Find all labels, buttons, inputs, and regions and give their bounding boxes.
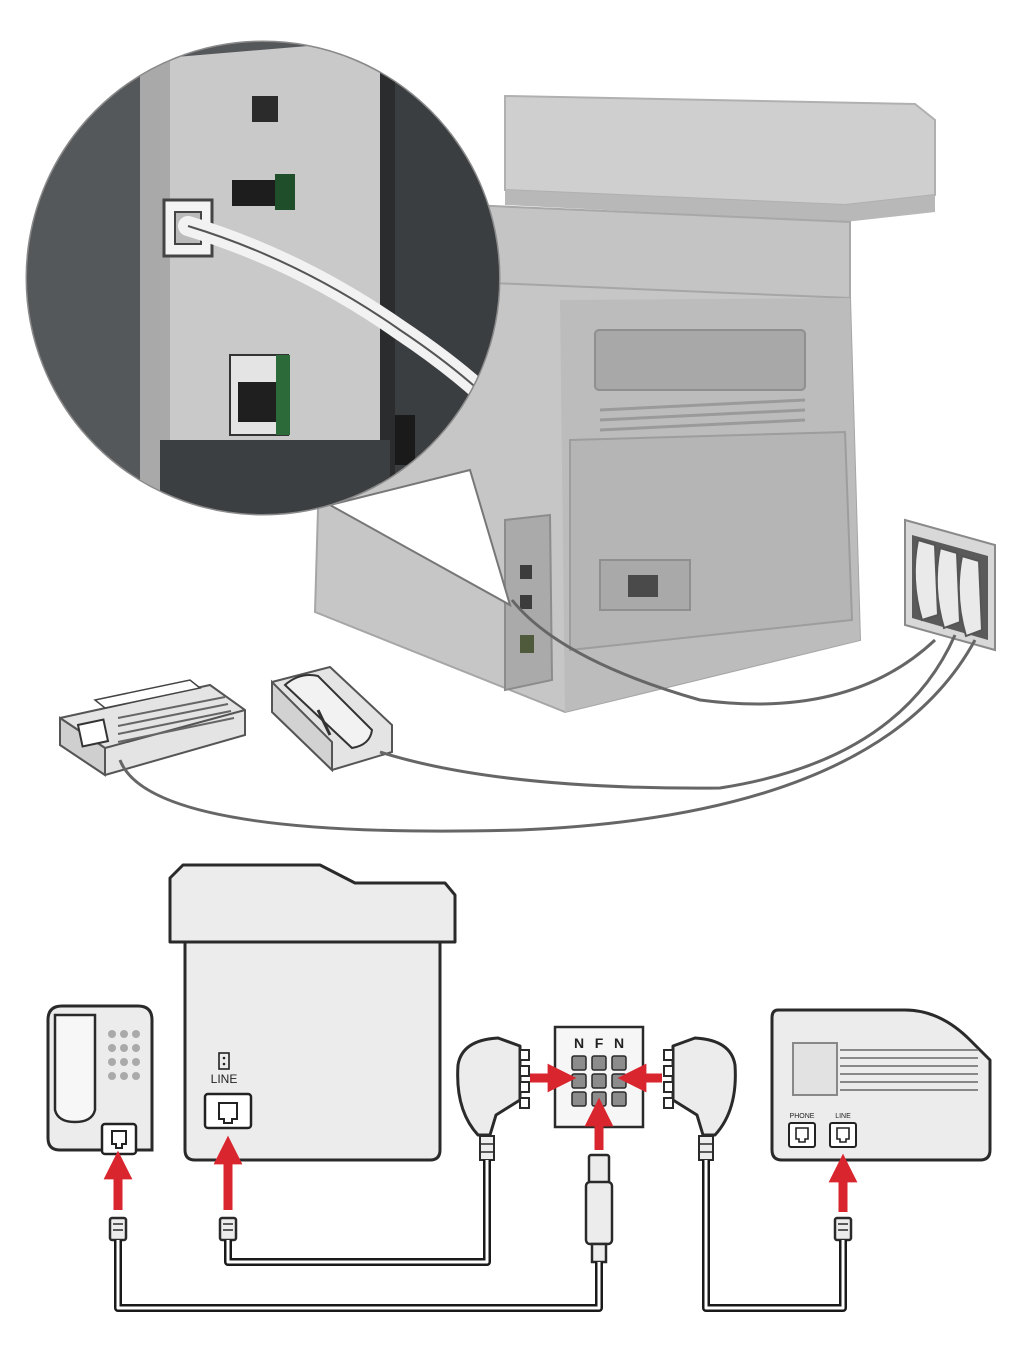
printer-line-label: LINE	[211, 1072, 238, 1086]
answering-machine-schematic: PHONE LINE	[770, 1008, 992, 1162]
printer-rear-view	[313, 94, 936, 714]
socket-n-left-label: N	[574, 1035, 584, 1051]
rj11-jack-icon	[203, 1092, 253, 1130]
phone-line-icon	[218, 1052, 230, 1070]
tae-plug-icon	[913, 538, 984, 638]
bottom-cables	[114, 1160, 847, 1312]
tae-plug-left	[456, 1036, 530, 1161]
line-cord-plug	[584, 1153, 614, 1264]
wall-outlet	[904, 518, 996, 652]
printer-schematic: LINE	[168, 863, 457, 1162]
answering-machine	[59, 679, 246, 777]
red-arrow-icon	[103, 1063, 858, 1212]
rj11-jack-icon	[100, 1122, 138, 1156]
socket-n-right-label: N	[614, 1035, 624, 1051]
telephone-schematic	[46, 1004, 154, 1156]
socket-f-label: F	[595, 1035, 604, 1051]
keypad-icon	[108, 1030, 140, 1080]
rj11-jack-icon	[788, 1122, 857, 1148]
machine-line-label: LINE	[835, 1113, 851, 1120]
tae-plug-right	[663, 1036, 737, 1161]
magnified-port-inset	[25, 40, 512, 608]
rj11-plug-icon	[108, 1216, 853, 1242]
top-cables	[118, 599, 977, 833]
telephone	[271, 665, 393, 773]
machine-phone-label: PHONE	[790, 1113, 815, 1120]
